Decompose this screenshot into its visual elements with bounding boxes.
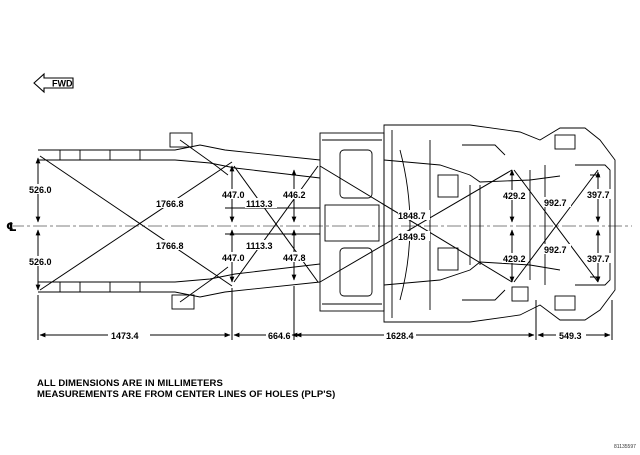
dim-front-diagonal-upper: 1766.8 [156,199,184,209]
dim-length-2: 664.6 [268,331,291,341]
dim-front-diagonal-lower: 1766.8 [156,241,184,251]
dim-front-width-upper: 526.0 [29,185,52,195]
dim-rear-width-lower: 397.7 [587,254,610,264]
dim-width-a-lower: 447.0 [222,253,245,263]
long-diagonal-line-1 [319,165,513,283]
figure-id: 81135597 [614,444,636,450]
mid-diagonal-line-2 [233,165,319,283]
dim-long-diagonal-upper: 1848.7 [398,211,426,221]
dimension-labels: 526.0 526.0 1766.8 1766.8 447.0 447.0 11… [28,184,612,341]
front-diagonal-line-1 [39,155,233,287]
dim-length-1: 1473.4 [111,331,139,341]
dim-width-b-lower: 447.8 [283,253,306,263]
dim-long-diagonal-lower: 1849.5 [398,232,426,242]
dim-rear-diagonal-upper: 992.7 [544,198,567,208]
dim-width-a-upper: 447.0 [222,190,245,200]
dim-length-3: 1628.4 [386,331,414,341]
rear-diagonal-line-2 [513,169,599,283]
centerline-symbol: ℄ [6,220,17,234]
dim-mid-diagonal-upper: 1113.3 [246,199,273,209]
dim-width-c-lower: 429.2 [503,254,526,264]
dim-rear-diagonal-lower: 992.7 [544,245,567,255]
long-diagonal-line-2 [319,169,513,283]
dim-mid-diagonal-lower: 1113.3 [246,241,273,251]
dim-front-width-lower: 526.0 [29,257,52,267]
note-measurement-basis: MEASUREMENTS ARE FROM CENTER LINES OF HO… [37,389,336,400]
front-diagonal-line-2 [39,161,233,291]
dim-width-b-upper: 446.2 [283,190,306,200]
dim-width-c-upper: 429.2 [503,191,526,201]
note-units: ALL DIMENSIONS ARE IN MILLIMETERS [37,378,223,389]
forward-arrow-icon: FWD [33,72,74,94]
dim-rear-width-upper: 397.7 [587,190,610,200]
dim-length-4: 549.3 [559,331,582,341]
vehicle-frame-outline [38,124,616,323]
forward-label: FWD [52,79,73,89]
